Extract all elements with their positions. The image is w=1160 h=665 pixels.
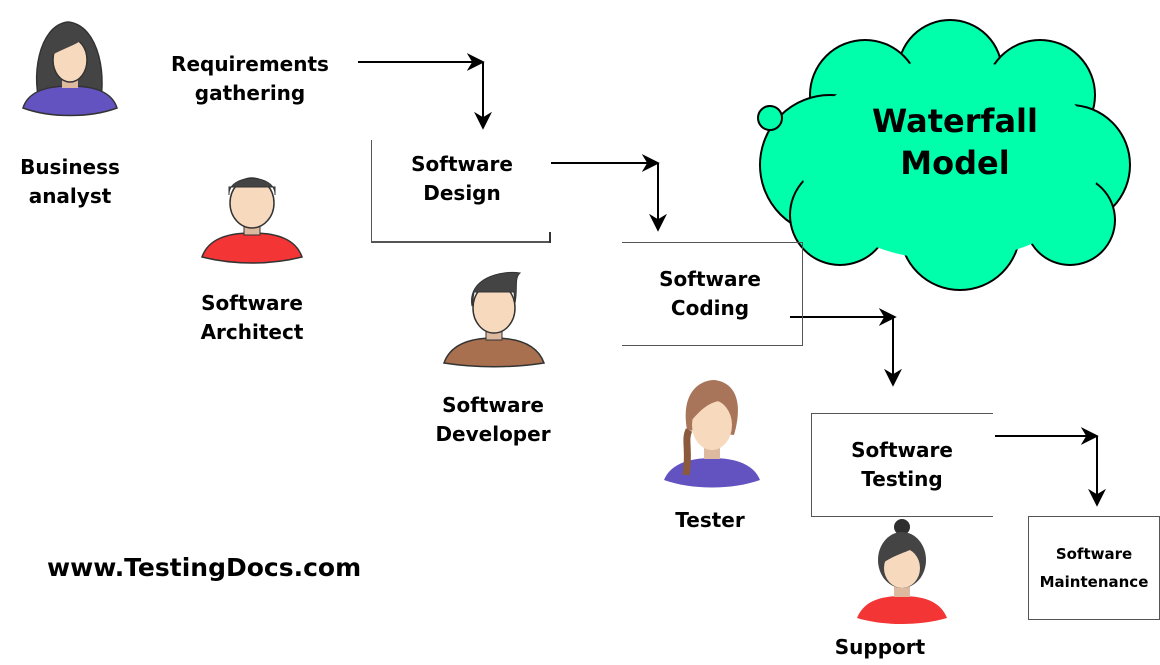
- role-business-analyst: Business analyst: [20, 153, 120, 211]
- testing-line2: Testing: [861, 467, 943, 491]
- cloud-shape: [757, 19, 1131, 291]
- diagram-title: Waterfall Model: [872, 100, 1038, 184]
- support-line1: Support: [834, 635, 926, 659]
- role-support: Support: [835, 633, 925, 662]
- design-box: [371, 140, 551, 243]
- website-link[interactable]: www.TestingDocs.com: [47, 553, 362, 582]
- business-analyst-avatar: [22, 21, 118, 117]
- design-box-tick: [549, 232, 551, 243]
- coding-box: [622, 242, 803, 346]
- maintenance-line1: Software: [1055, 545, 1133, 563]
- architect-avatar: [201, 177, 303, 264]
- architect-line1: Software: [201, 291, 303, 315]
- business-analyst-line2: analyst: [28, 184, 112, 208]
- architect-line2: Architect: [200, 320, 304, 344]
- support-avatar: [857, 519, 947, 624]
- role-developer: Software Developer: [435, 391, 550, 449]
- testing-box: [811, 413, 993, 517]
- design-line1: Software: [411, 152, 513, 176]
- role-tester: Tester: [675, 506, 744, 535]
- design-line2: Design: [423, 181, 501, 205]
- testing-line1: Software: [851, 438, 953, 462]
- phase-coding: Software Coding: [659, 265, 761, 323]
- requirements-line2: gathering: [194, 81, 306, 105]
- business-analyst-line1: Business: [20, 155, 120, 179]
- developer-avatar: [442, 271, 546, 368]
- coding-line2: Coding: [670, 296, 750, 320]
- tester-line1: Tester: [675, 508, 745, 532]
- role-architect: Software Architect: [201, 289, 304, 347]
- phase-testing: Software Testing: [851, 436, 953, 494]
- title-line1: Waterfall: [872, 102, 1038, 140]
- developer-line1: Software: [442, 393, 544, 417]
- requirements-line1: Requirements: [171, 52, 329, 76]
- phase-requirements: Requirements gathering: [171, 50, 329, 108]
- tester-avatar: [664, 380, 760, 488]
- developer-line2: Developer: [435, 422, 551, 446]
- phase-design: Software Design: [411, 150, 513, 208]
- title-line2: Model: [900, 144, 1010, 182]
- maintenance-line2: Maintenance: [1039, 573, 1149, 591]
- maintenance-box: Software Maintenance: [1028, 516, 1160, 620]
- coding-line1: Software: [659, 267, 761, 291]
